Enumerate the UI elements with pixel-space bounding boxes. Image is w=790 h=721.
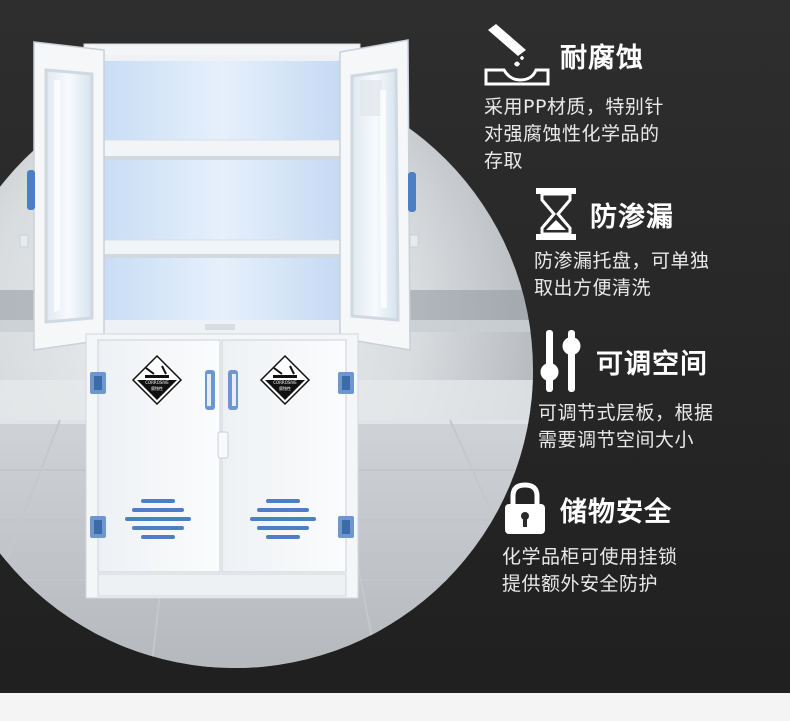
feature-title: 防渗漏 [590,201,674,233]
feature-corrosion-resistance: 耐腐蚀 采用PP材质，特别针 对强腐蚀性化学品的 存取 [484,24,664,175]
feature-storage-safety: 储物安全 化学品柜可使用挂锁 提供额外安全防护 [502,482,678,598]
feature-desc-line: 可调节式层板，根据 [538,402,714,424]
right-glass-door [339,39,419,351]
door-hinge [90,372,106,394]
door-handle [205,370,215,410]
feature-desc-line: 存取 [484,150,524,172]
door-handle [228,370,238,410]
feature-desc-line: 取出方便清洗 [534,277,652,299]
feature-title: 储物安全 [560,496,672,528]
feature-adjustable-space: 可调空间 可调节式层板，根据 需要调节空间大小 [538,328,714,454]
feature-desc-line: 化学品柜可使用挂锁 [502,546,678,568]
lock-icon [505,482,545,534]
feature-description: 采用PP材质，特别针 对强腐蚀性化学品的 存取 [484,94,664,175]
warning-label-text: CORROSIVE [273,380,297,385]
corrosive-warning-label: CORROSIVE 腐蚀性 [259,354,311,406]
vent-grille [250,499,316,539]
chemical-cabinet: CORROSIVE 腐蚀性 CORROSIVE 腐蚀性 [19,39,419,599]
corrosive-warning-label: CORROSIVE 腐蚀性 [131,354,183,406]
warning-label-sub: 腐蚀性 [279,385,291,391]
door-hinge [338,372,354,394]
feature-description: 可调节式层板，根据 需要调节空间大小 [538,400,714,454]
feature-description: 化学品柜可使用挂锁 提供额外安全防护 [502,544,678,598]
adjust-slider-icon [540,330,581,392]
feature-desc-line: 需要调节空间大小 [538,429,695,451]
corrosion-icon [484,24,550,86]
left-glass-door [19,41,105,351]
hourglass-icon [536,188,576,240]
feature-leak-proof: 防渗漏 防渗漏托盘，可单独 取出方便清洗 [534,186,710,302]
door-hinge [90,516,106,538]
feature-title: 可调空间 [596,348,708,380]
cabinet-shelf [103,239,341,258]
feature-description: 防渗漏托盘，可单独 取出方便清洗 [534,248,710,302]
cabinet-shelf [103,139,341,160]
feature-desc-line: 提供额外安全防护 [502,573,659,595]
feature-title: 耐腐蚀 [560,42,644,74]
feature-desc-line: 对强腐蚀性化学品的 [484,123,660,145]
warning-label-sub: 腐蚀性 [151,385,163,391]
feature-desc-line: 防渗漏托盘，可单独 [534,250,710,272]
door-hinge [338,516,354,538]
warning-label-text: CORROSIVE [145,380,169,385]
feature-desc-line: 采用PP材质，特别针 [484,96,664,118]
vent-grille [125,499,191,539]
